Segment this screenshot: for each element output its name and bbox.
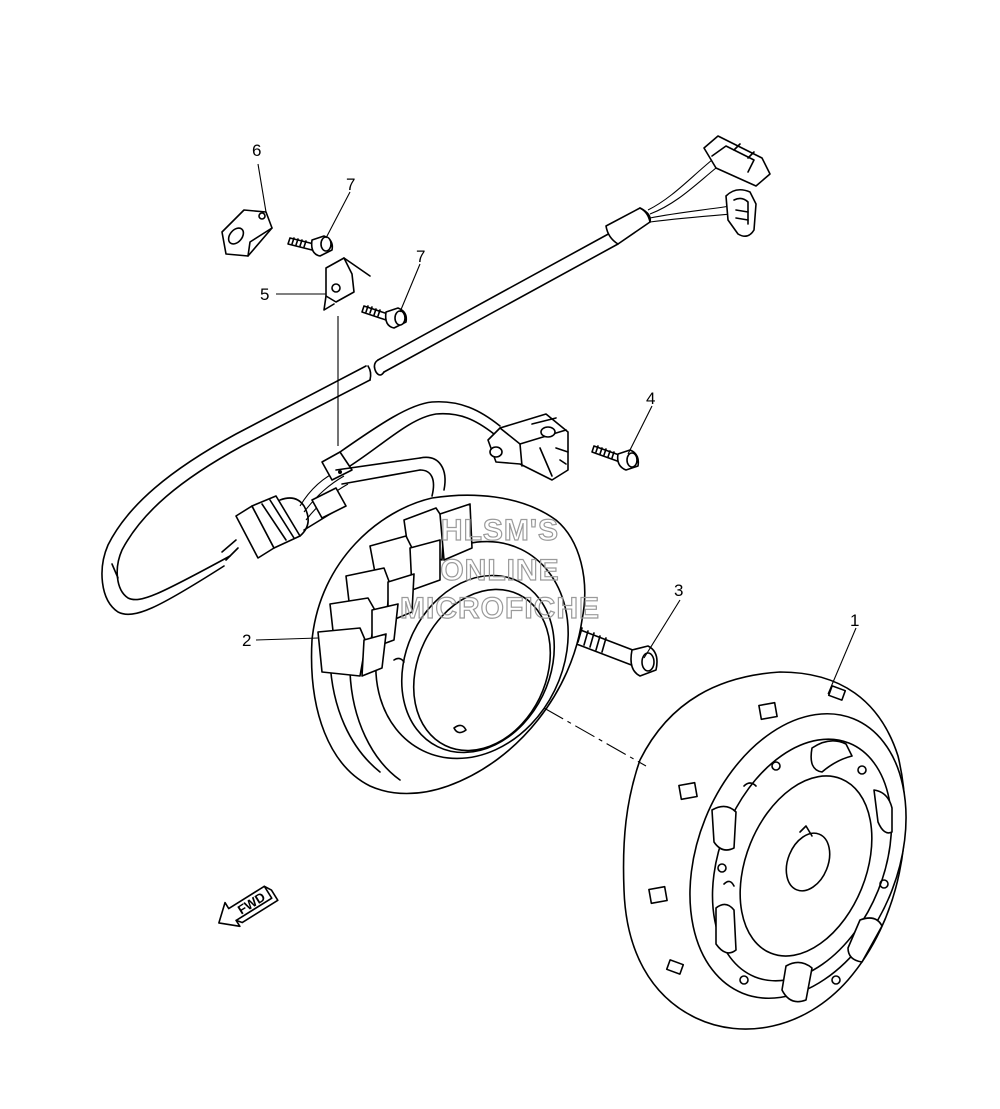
callout-3: 3 [674,581,683,600]
bolt-part-4 [591,445,640,471]
leader-lines [255,163,857,695]
callout-5: 5 [260,285,269,304]
pickup-coil [487,413,569,481]
watermark: HLSM'S ONLINE MICROFICHE [399,513,600,625]
watermark-line-2: ONLINE [440,554,559,587]
harness-joint-connector [221,495,309,561]
callout-6: 6 [252,141,261,160]
assembly-lines [337,316,647,767]
stator-part-2 [310,494,586,795]
bracket-part-6 [221,209,273,257]
callout-7-lower: 7 [416,247,425,266]
harness-connector-upper [703,135,771,187]
bolt-part-3 [565,625,658,677]
callout-2: 2 [242,631,251,650]
watermark-line-1: HLSM'S [441,514,559,547]
watermark-line-3: MICROFICHE [400,592,600,625]
bolt-part-7-lower [361,305,408,329]
callout-7-upper: 7 [346,175,355,194]
flywheel-rotor-part-1 [622,671,907,1030]
fwd-arrow-icon: FWD [218,885,279,928]
callout-1: 1 [850,611,859,630]
harness-connector-lower [725,188,757,238]
callout-4: 4 [646,389,655,408]
clamp-part-5 [323,257,371,311]
wire-harness [101,135,771,616]
bolt-part-7-upper [287,235,334,257]
